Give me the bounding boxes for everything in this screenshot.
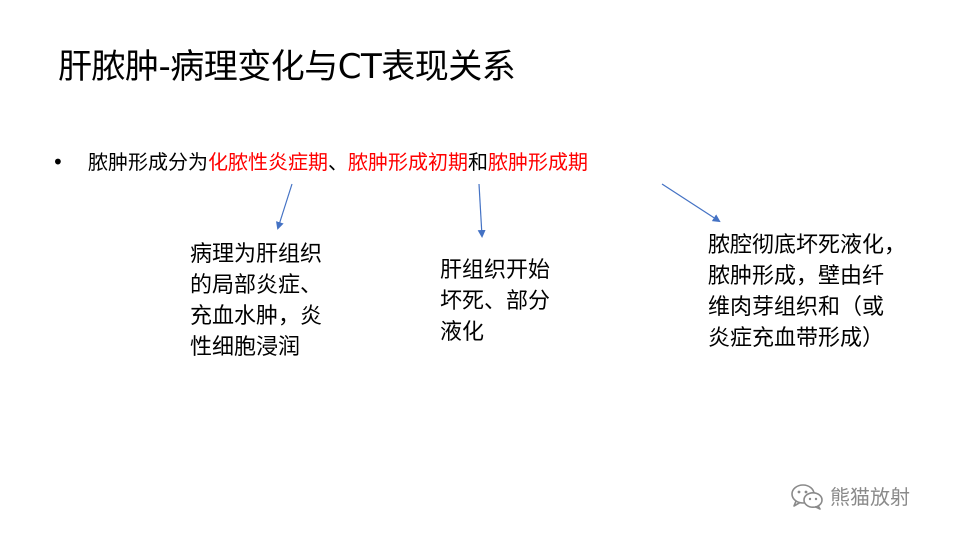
bullet-marker: •: [52, 150, 64, 174]
callout-line: 脓肿形成，壁由纤: [708, 264, 885, 289]
stage-abscess-formation: 脓肿形成期: [488, 150, 588, 174]
callout-line: 脓腔彻底坏死液化，: [708, 233, 907, 258]
wechat-icon: [790, 483, 824, 511]
callout-line: 维肉芽组织和（或: [708, 295, 885, 320]
callout-line: 充血水肿，炎: [190, 304, 323, 329]
callout-line: 坏死、部分: [440, 289, 551, 314]
bullet-separator-1: 、: [328, 150, 348, 174]
watermark: 熊猫放射: [790, 480, 910, 514]
arrow-stage2: [477, 183, 486, 238]
bullet-separator-2: 和: [468, 150, 488, 174]
watermark-text: 熊猫放射: [830, 485, 910, 509]
callout-line: 的局部炎症、: [190, 273, 323, 298]
callout-line: 病理为肝组织: [190, 242, 323, 267]
callout-line: 液化: [440, 320, 485, 345]
arrow-stage3: [661, 183, 721, 223]
bullet-prefix: 脓肿形成分为: [88, 150, 208, 174]
callout-line: 炎症充血带形成）: [708, 326, 885, 351]
callout-line: 肝组织开始: [440, 258, 551, 283]
callout-line: 性细胞浸润: [190, 335, 301, 360]
bullet-item: • 脓肿形成分为化脓性炎症期、脓肿形成初期和脓肿形成期: [52, 146, 588, 178]
slide-title: 肝脓肿-病理变化与CT表现关系: [58, 47, 516, 87]
stage-early-abscess-formation: 脓肿形成初期: [348, 150, 468, 174]
callout-suppurative-inflammation: 病理为肝组织 的局部炎症、 充血水肿，炎 性细胞浸润: [190, 239, 322, 363]
callout-early-abscess-formation: 肝组织开始 坏死、部分 液化: [440, 255, 550, 348]
stage-suppurative-inflammation: 化脓性炎症期: [208, 150, 328, 174]
callout-abscess-formation: 脓腔彻底坏死液化， 脓肿形成，壁由纤 维肉芽组织和（或 炎症充血带形成）: [708, 230, 906, 354]
arrow-stage1: [276, 183, 293, 230]
